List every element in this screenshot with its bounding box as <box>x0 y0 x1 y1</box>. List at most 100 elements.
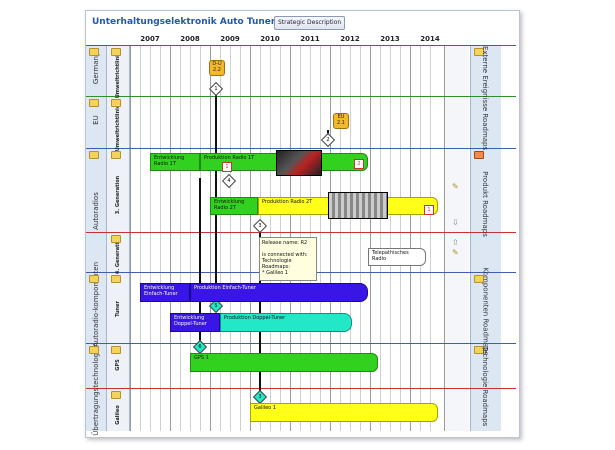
tooltip-line: is connected with: <box>262 252 308 258</box>
arrow-down-icon[interactable]: ⇩ <box>452 218 459 227</box>
grid-line <box>400 45 401 431</box>
section-divider <box>86 45 516 46</box>
folder-icon[interactable] <box>111 48 121 56</box>
attachment-badge[interactable]: 2 <box>354 159 364 169</box>
grid-line <box>444 45 445 431</box>
edit-icon[interactable]: ✎ <box>452 248 459 257</box>
folder-icon[interactable] <box>111 346 121 354</box>
bar-galileo-1[interactable]: Galileo 1 <box>250 403 438 422</box>
diamond-label: 2 <box>326 137 330 143</box>
label-produkt-roadmaps: Produkt Roadmaps <box>481 171 489 237</box>
grid-line <box>350 45 351 431</box>
diamond-label: 1 <box>214 86 218 92</box>
grid-line <box>360 45 361 431</box>
label-technologie-roadmaps: Technologie Roadmaps <box>481 346 489 427</box>
section-divider <box>86 388 516 389</box>
roadmap-type-column <box>470 45 501 431</box>
label-externe-ereignisse: Externe Ereignisse Roadmaps <box>481 46 489 151</box>
section-divider <box>86 232 516 233</box>
diamond-label: 5 <box>214 303 218 309</box>
radio-1t-image[interactable] <box>276 150 322 176</box>
grid-line <box>330 45 331 431</box>
tooltip-line: Release name: R2 <box>262 240 308 246</box>
year-2014: 2014 <box>420 35 440 43</box>
grid-line <box>390 45 391 431</box>
dependency-line <box>259 220 261 394</box>
year-2008: 2008 <box>180 35 200 43</box>
grid-line <box>210 45 211 431</box>
year-2007: 2007 <box>140 35 160 43</box>
bar-entwicklung-einfach-tuner[interactable]: Entwicklung Einfach-Tuner <box>140 283 190 302</box>
section-name-column <box>86 45 107 431</box>
bar-entwicklung-radio-1t[interactable]: Entwicklung Radio 1T <box>150 153 200 171</box>
milestone-du[interactable]: D-U 2.2 <box>209 60 225 76</box>
sub-tuner: Tuner <box>115 301 121 317</box>
year-2010: 2010 <box>260 35 280 43</box>
folder-icon[interactable] <box>111 151 121 159</box>
folder-icon[interactable] <box>111 99 121 107</box>
release-tooltip: Release name: R2 is connected with: Tech… <box>259 237 317 281</box>
grid-line <box>240 45 241 431</box>
page-title: Unterhaltungselektronik Auto Tuner , Aut… <box>92 17 341 27</box>
diamond-label: 4 <box>227 178 231 184</box>
folder-icon[interactable] <box>474 275 484 283</box>
year-2012: 2012 <box>340 35 360 43</box>
folder-icon[interactable] <box>89 151 99 159</box>
diamond-label: 6 <box>198 344 202 350</box>
grid-line <box>190 45 191 431</box>
attachment-badge[interactable]: 1 <box>424 205 434 215</box>
grid-line <box>370 45 371 431</box>
bar-produktion-doppel-tuner[interactable]: Produktion Doppel-Tuner <box>220 313 352 332</box>
bar-entwicklung-doppel-tuner[interactable]: Entwicklung Doppel-Tuner <box>170 313 220 332</box>
grid-line <box>140 45 141 431</box>
dependency-line <box>215 86 217 306</box>
folder-icon[interactable] <box>111 391 121 399</box>
bar-gps-1[interactable]: GPS 1 <box>190 353 378 372</box>
section-uebertragungstechnologien: Übertragungstechnologien <box>92 342 100 436</box>
grid-line <box>230 45 231 431</box>
sub-3-generation: 3. Generation <box>115 175 121 215</box>
folder-icon[interactable] <box>474 151 484 159</box>
section-germany: Germany <box>92 51 100 85</box>
tooltip-line: Technologie Roadmaps: <box>262 258 292 270</box>
grid-line <box>250 45 251 431</box>
action-icon-column <box>445 45 469 431</box>
grid-line <box>340 45 341 431</box>
edit-icon[interactable]: ✎ <box>452 182 459 191</box>
label-komponenten-roadmaps: Komponenten Roadmaps <box>481 267 490 356</box>
arrow-up-icon[interactable]: ⇧ <box>452 238 459 247</box>
folder-icon[interactable] <box>89 346 99 354</box>
attachment-badge[interactable]: 1 <box>222 162 232 172</box>
folder-icon[interactable] <box>111 235 121 243</box>
section-divider <box>86 96 516 97</box>
section-divider <box>86 148 516 149</box>
radio-2t-image[interactable] <box>328 192 388 219</box>
section-divider <box>86 343 516 344</box>
grid-line <box>130 45 131 431</box>
bar-produktion-einfach-tuner[interactable]: Produktion Einfach-Tuner <box>190 283 368 302</box>
folder-icon[interactable] <box>111 275 121 283</box>
bar-telepathisches-radio[interactable]: Telepathisches Radio <box>368 248 426 266</box>
diamond-label: 3 <box>258 394 262 400</box>
folder-icon[interactable] <box>89 275 99 283</box>
milestone-eu[interactable]: EU 2.1 <box>333 113 349 129</box>
bar-entwicklung-radio-2t[interactable]: Entwicklung Radio 2T <box>210 197 258 215</box>
folder-icon[interactable] <box>89 99 99 107</box>
grid-line <box>220 45 221 431</box>
dependency-line <box>199 178 201 346</box>
year-2011: 2011 <box>300 35 320 43</box>
year-2009: 2009 <box>220 35 240 43</box>
grid-line <box>410 45 411 431</box>
grid-line <box>170 45 171 431</box>
year-2013: 2013 <box>380 35 400 43</box>
folder-icon[interactable] <box>474 48 484 56</box>
grid-line <box>420 45 421 431</box>
strategic-description-button[interactable]: Strategic Description <box>274 16 346 30</box>
sub-umweltrichtlinie-eu: Umweltrichtlinie <box>115 104 121 152</box>
folder-icon[interactable] <box>474 346 484 354</box>
folder-icon[interactable] <box>89 48 99 56</box>
grid-line <box>160 45 161 431</box>
section-autoradios: Autoradios <box>92 192 100 230</box>
tooltip-line: * Galileo 1 <box>262 270 289 276</box>
grid-line <box>430 45 431 431</box>
